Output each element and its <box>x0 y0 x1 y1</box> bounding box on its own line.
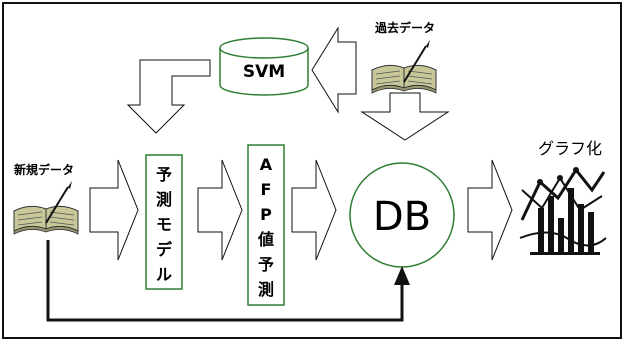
new-data-label: 新規データ <box>14 162 74 177</box>
model-chars-char: デ <box>156 240 173 259</box>
svm-label: SVM <box>243 62 285 82</box>
past-data-label: 過去データ <box>374 20 435 35</box>
model-chars-char: 測 <box>156 190 172 209</box>
feedback-line <box>46 240 404 322</box>
afp-chars-char: 予 <box>258 255 274 274</box>
svm-cylinder: SVM <box>219 37 309 96</box>
feedback-arrowhead <box>394 266 410 285</box>
model-chars-char: モ <box>156 215 172 234</box>
graph-icon <box>519 167 607 255</box>
arrow-svm-to-model <box>126 59 211 134</box>
afp-chars-char: 値 <box>257 230 274 249</box>
graphing-label: グラフ化 <box>538 139 602 158</box>
prediction-model-box <box>145 154 183 290</box>
db-label: DB <box>373 194 431 240</box>
afp-prediction-box <box>247 144 285 306</box>
arrow-model-to-afp <box>197 159 243 261</box>
arrow-past-to-db <box>360 92 450 141</box>
model-chars-char: 予 <box>156 165 172 184</box>
afp-chars-char: A <box>260 155 273 174</box>
model-chars-char: ル <box>156 265 172 284</box>
past-data-book-icon <box>371 40 437 94</box>
arrow-afp-to-db <box>291 159 337 261</box>
outer-frame <box>2 2 622 339</box>
afp-chars-char: P <box>260 205 272 224</box>
afp-chars-char: 測 <box>258 280 274 299</box>
arrow-newdata-to-model <box>89 159 139 261</box>
arrow-past-to-svm <box>311 26 357 114</box>
new-data-book-icon <box>13 181 79 235</box>
arrow-db-to-graph <box>467 159 513 261</box>
afp-chars-char: F <box>261 180 272 199</box>
